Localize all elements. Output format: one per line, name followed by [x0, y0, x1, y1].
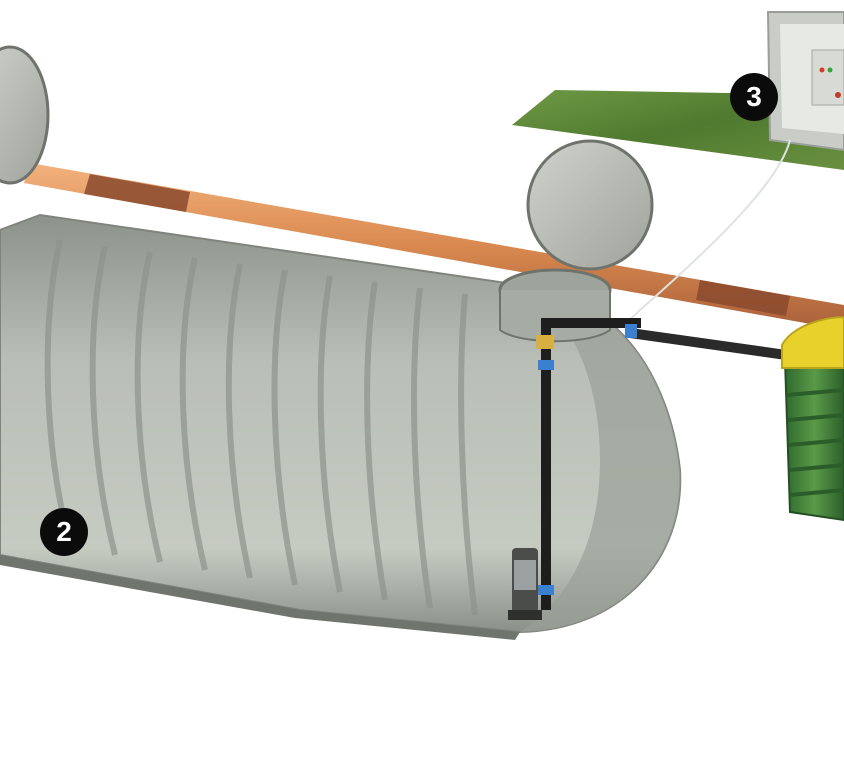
right-access-lid — [526, 139, 654, 271]
outlet-pipe — [24, 163, 844, 330]
callout-badge-tank: 2 — [40, 508, 88, 556]
left-access-lid — [0, 45, 50, 185]
submersible-pump — [508, 548, 542, 620]
pump-discharge-pipe — [536, 318, 790, 610]
access-riser — [498, 268, 612, 343]
callout-badge-control-box: 3 — [730, 73, 778, 121]
filter-tank — [781, 316, 844, 522]
control-box — [766, 11, 844, 152]
